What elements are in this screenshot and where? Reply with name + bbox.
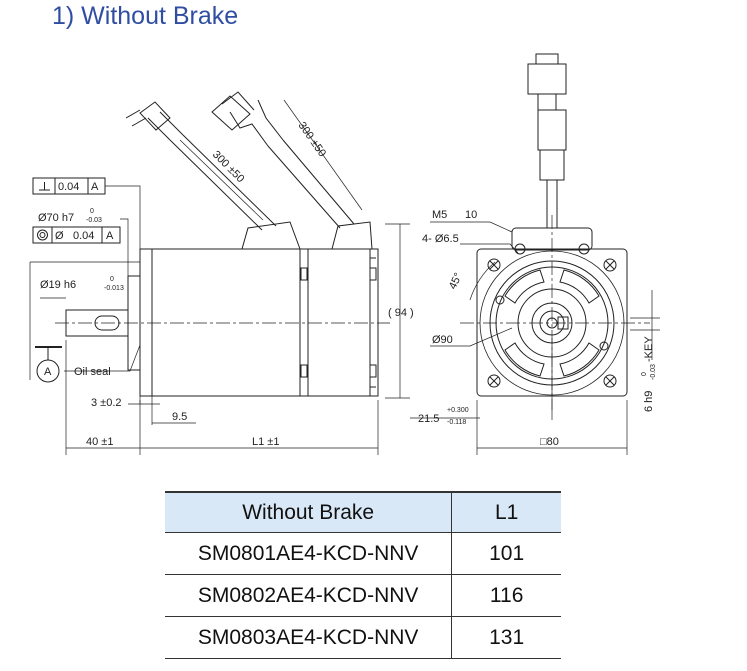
concentricity-symbol: Ø (55, 230, 64, 242)
pcd-label: Ø90 (432, 334, 453, 346)
key-suffix-label: -KEY (643, 336, 655, 362)
motor-body (151, 248, 379, 397)
perpendicularity-value: 0.04 (58, 181, 79, 193)
cable-boss-1 (241, 221, 301, 250)
pilot-tol-top: 0 (90, 208, 94, 215)
mount-hole-tr (603, 258, 617, 272)
front-connector-lower (537, 109, 567, 151)
shaft-length-label: 40 ±1 (86, 436, 113, 448)
model-cell: SM0801AE4-KCD-NNV (165, 532, 453, 575)
model-cell: SM0803AE4-KCD-NNV (165, 616, 453, 659)
angle-label: 45° (447, 271, 465, 291)
pilot-diameter-label: Ø70 h7 (38, 212, 74, 224)
cable-length-2-label: 300 ±50 (296, 120, 329, 159)
height-label: ( 94 ) (388, 307, 414, 319)
connector-2 (211, 95, 251, 131)
datum-a-label: A (44, 366, 52, 378)
square-size-label: □80 (540, 436, 559, 448)
oil-seal-label: Oil seal (74, 366, 111, 378)
tap-label: M5 (432, 209, 447, 221)
holes-label: 4- Ø6.5 (422, 233, 459, 245)
pilot-tol-bottom: -0.03 (86, 217, 102, 224)
table-row: SM0801AE4-KCD-NNV 101 (165, 532, 561, 575)
shaft-tol-bottom: -0.013 (104, 285, 124, 292)
concentricity-datum: A (106, 230, 114, 242)
datum-a-circle (36, 359, 60, 383)
mount-hole-tl (487, 258, 501, 272)
column-header-l1: L1 (451, 491, 561, 533)
key-height-label: 21.5 (418, 413, 439, 425)
l1-cell: 131 (451, 616, 561, 659)
l1-cell: 116 (451, 574, 561, 617)
body-length-label: L1 ±1 (252, 436, 279, 448)
key-width-tol-top: 0 (641, 372, 648, 376)
table-row: SM0803AE4-KCD-NNV 131 (165, 616, 561, 659)
table-header-row: Without Brake L1 (165, 491, 561, 533)
model-table: Without Brake L1 SM0801AE4-KCD-NNV 101 S… (165, 491, 561, 659)
front-connector-upper (527, 63, 567, 95)
mount-hole-br (603, 374, 617, 388)
perpendicularity-datum: A (91, 181, 99, 193)
page-title: 1) Without Brake (52, 2, 239, 30)
model-cell: SM0802AE4-KCD-NNV (165, 574, 453, 617)
key-height-tol-top: +0.300 (447, 407, 469, 414)
key-width-tol-bottom: -0.03 (650, 364, 657, 380)
flange-thickness-label: 3 ±0.2 (91, 397, 122, 409)
spigot-length-label: 9.5 (172, 411, 187, 423)
connector-1 (139, 101, 171, 131)
dimension-drawing: 300 ±50 300 ±50 0.04 A Ø70 h7 0 -0.03 Ø … (29, 53, 660, 455)
tap-depth-label: 10 (465, 209, 477, 221)
motor-flange (139, 248, 153, 397)
concentricity-frame (32, 226, 121, 244)
concentricity-value: 0.04 (73, 230, 94, 242)
shaft-tol-top: 0 (110, 276, 114, 283)
table-row: SM0802AE4-KCD-NNV 116 (165, 574, 561, 617)
column-header-model: Without Brake (165, 491, 453, 533)
key-height-tol-bottom: -0.118 (447, 419, 466, 426)
l1-cell: 101 (451, 532, 561, 575)
mount-hole-bl (487, 374, 501, 388)
key-width-label: 6 h9 (643, 391, 655, 412)
shaft-diameter-label: Ø19 h6 (40, 279, 76, 291)
